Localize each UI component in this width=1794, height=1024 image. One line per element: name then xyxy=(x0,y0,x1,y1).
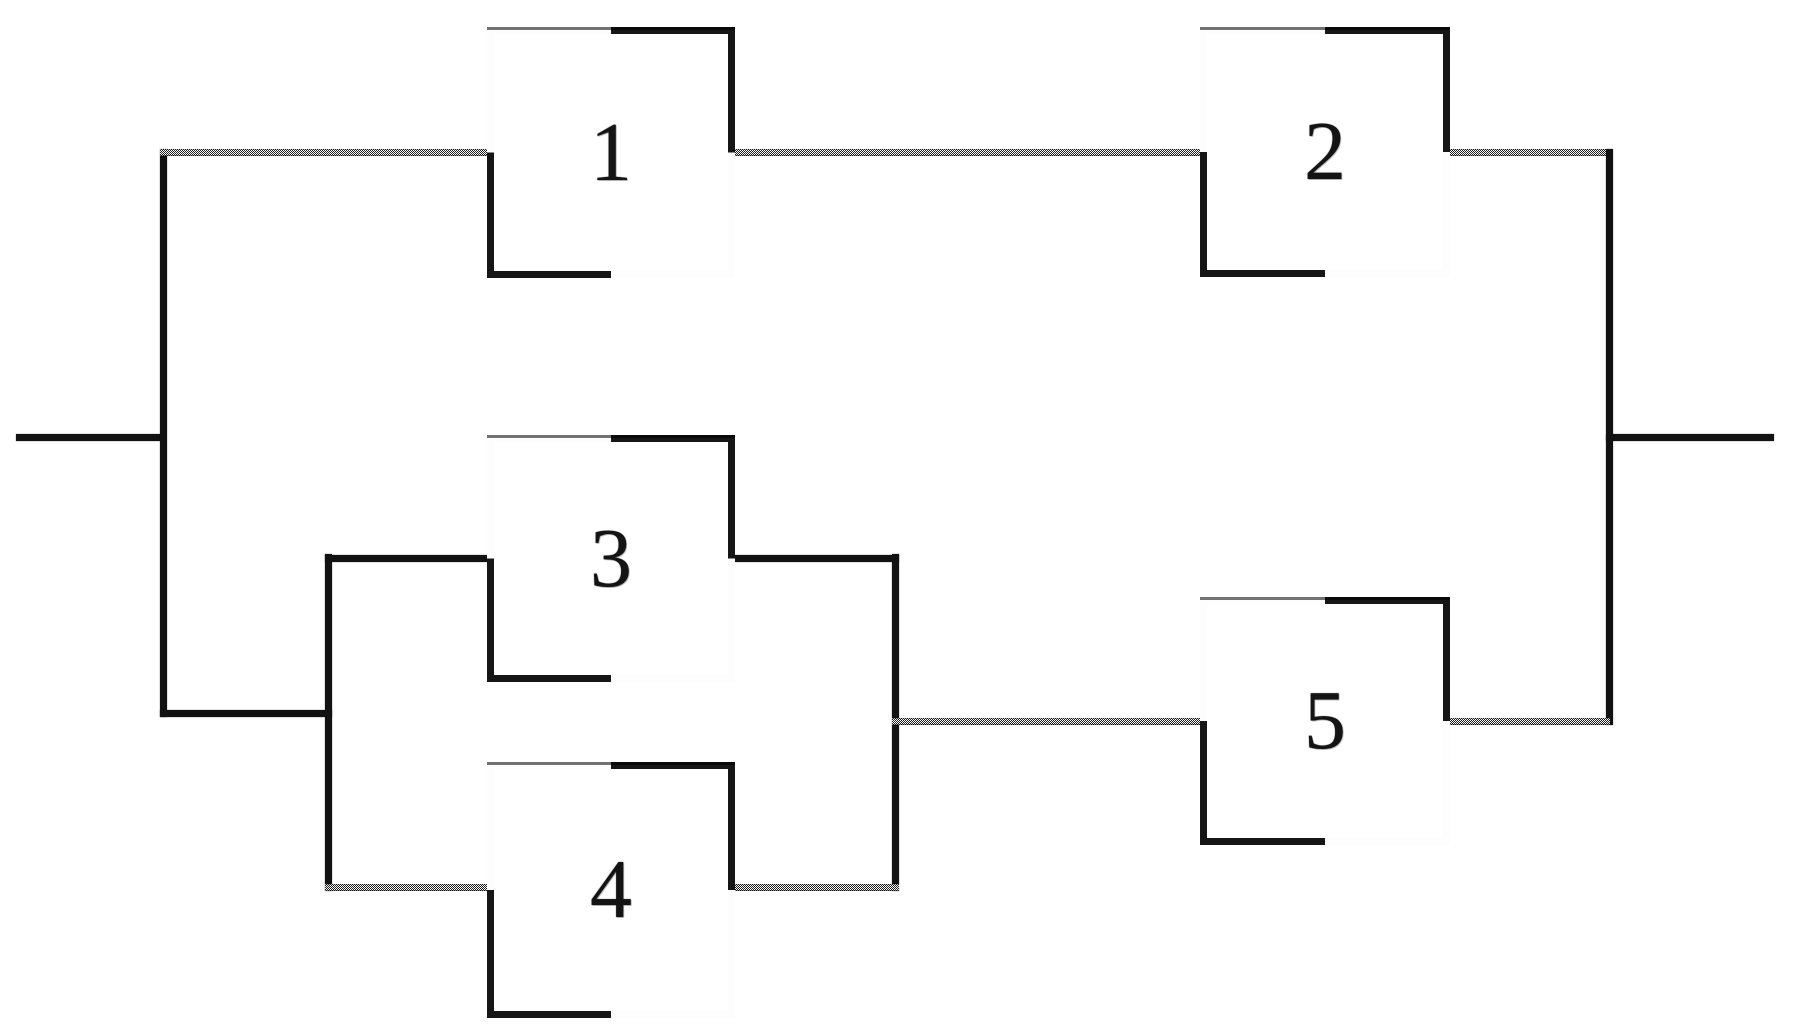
block-4: 4 xyxy=(487,762,735,1018)
edge-block5-to-join xyxy=(1448,718,1610,725)
block-2-label: 2 xyxy=(1304,105,1346,198)
block-3: 3 xyxy=(487,435,735,682)
block-1-label: 1 xyxy=(590,105,632,199)
edge-block1-to-block2 xyxy=(733,149,1203,156)
edge-bus-to-block4 xyxy=(325,884,493,891)
block-3-label: 3 xyxy=(590,511,632,605)
edge-split-to-block1 xyxy=(160,149,490,156)
block-2: 2 xyxy=(1200,27,1450,277)
edge-block2-to-join xyxy=(1448,149,1610,156)
block-4-label: 4 xyxy=(590,843,632,936)
block-1: 1 xyxy=(487,27,735,278)
block-5-label: 5 xyxy=(1304,674,1346,767)
block-5: 5 xyxy=(1200,597,1450,845)
edge-split-to-parallel xyxy=(160,710,332,717)
edge-block4-to-bus xyxy=(733,884,899,891)
edge-block3-to-bus xyxy=(733,555,899,562)
edge-join-vertical xyxy=(1606,149,1613,725)
edge-bus-to-block3 xyxy=(325,555,493,562)
edge-bus-to-block5 xyxy=(892,718,1206,725)
edge-parallel-left-bus xyxy=(325,554,332,891)
edge-input xyxy=(16,434,166,441)
edge-output xyxy=(1606,434,1774,441)
edge-split-vertical xyxy=(160,149,167,717)
